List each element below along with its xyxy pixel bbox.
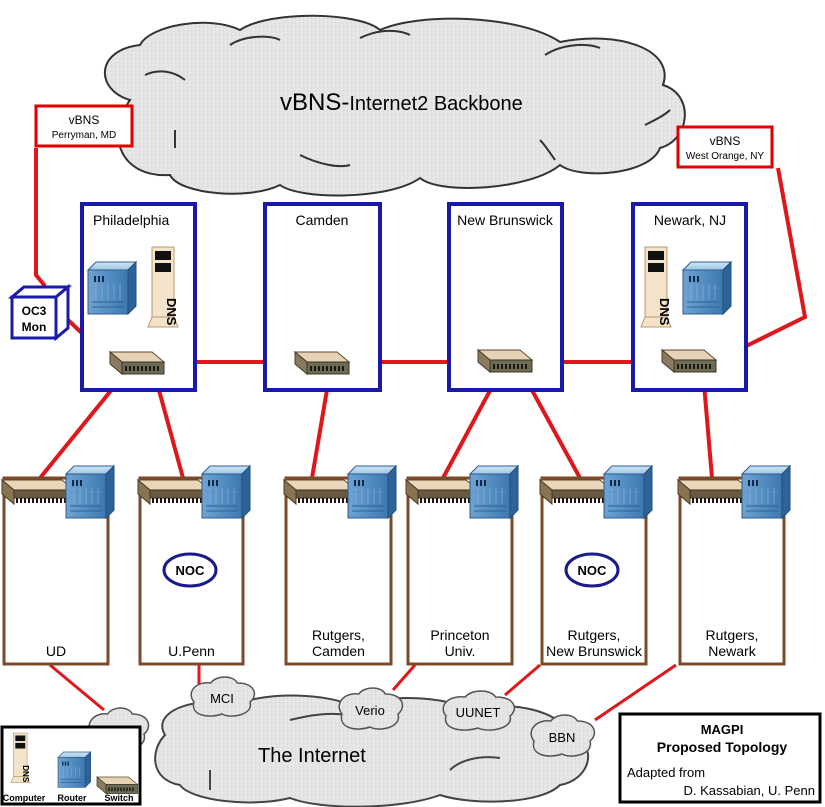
caption-credit-line2: D. Kassabian, U. Penn [683,783,815,798]
site-label: Rutgers, [568,627,621,643]
legend-label-computer: Computer [3,793,46,803]
site-rutgers-newark[interactable]: Rutgers,Newark [677,465,791,666]
site-label: UD [46,643,66,659]
isp-label: BBN [549,730,576,745]
legend-computer-icon: DNS [10,732,30,783]
site-rutgers-nb[interactable]: NOC Rutgers,New Brunswick [539,465,653,666]
legend-label-switch: Switch [104,793,133,803]
monitor-label-2: Mon [22,320,47,334]
site-rutgers-camden[interactable]: Rutgers,Camden [283,465,397,666]
link-perryman-oc3 [34,148,47,288]
noc-badge: NOC [162,552,218,588]
isp-label: UUNET [456,705,501,720]
gigapop-label: New Brunswick [457,212,554,228]
router-icon [347,465,397,519]
switch-icon [477,349,533,373]
internet-title: The Internet [258,745,366,767]
gigapop-label: Philadelphia [93,212,169,228]
isp-cloud-verio[interactable]: Verio [338,687,404,730]
isp-cloud-bbn[interactable]: BBN [530,714,596,757]
router-icon [682,261,732,315]
gigapop-new-brunswick[interactable]: New Brunswick [447,202,564,392]
legend-label-router: Router [58,793,87,803]
router-icon [469,465,519,519]
site-label: Princeton [430,627,489,643]
svg-text:NOC: NOC [578,563,608,578]
monitor-label-1: OC3 [22,304,47,318]
dns-computer-icon: DNS [147,246,179,328]
backbone-cloud: vBNS-Internet2 Backbone [104,14,686,197]
vbns-name: vBNS [710,134,741,148]
gigapop-camden[interactable]: Camden [263,202,382,392]
link-westorange-newark [721,167,808,360]
noc-badge: NOC [564,552,620,588]
gigapop-philadelphia[interactable]: Philadelphia DNS [80,202,197,392]
vbns-location: West Orange, NY [686,151,765,162]
vbns-node-west-orange[interactable]: vBNS West Orange, NY [676,125,774,169]
vbns-name: vBNS [69,113,100,127]
caption-subtitle: Proposed Topology [657,739,788,755]
gigapop-label: Newark, NJ [654,212,726,228]
site-label: Rutgers, [706,627,759,643]
site-label: U.Penn [168,643,215,659]
legend-router-icon [57,751,91,788]
svg-text:DNS: DNS [21,765,30,783]
router-icon [201,465,251,519]
gigapop-newark[interactable]: Newark, NJ DNS [631,202,748,392]
caption-title: MAGPI [701,722,744,737]
isp-label: MCI [210,691,234,706]
svg-text:DNS: DNS [164,298,179,326]
switch-icon [294,351,350,375]
isp-cloud-uunet[interactable]: UUNET [442,690,516,731]
site-label: Rutgers, [312,627,365,643]
site-label: New Brunswick [546,643,643,659]
site-label: Newark [708,643,756,659]
site-ud[interactable]: UD [1,465,115,666]
svg-text:NOC: NOC [176,563,206,578]
site-upenn[interactable]: NOC U.Penn [137,465,251,666]
vbns-location: Perryman, MD [52,130,116,141]
router-icon [603,465,653,519]
switch-icon [109,351,165,375]
router-icon [65,465,115,519]
gigapop-label: Camden [296,212,349,228]
legend: DNS Computer Router Switch [0,725,142,806]
svg-text:DNS: DNS [657,298,672,326]
oc3-monitor[interactable]: OC3 Mon [7,283,73,342]
legend-switch-icon [96,776,138,794]
backbone-title: vBNS-Internet2 Backbone [280,89,523,116]
vbns-node-perryman[interactable]: vBNS Perryman, MD [34,104,134,148]
caption-box: MAGPI Proposed Topology Adapted from D. … [618,712,822,804]
switch-icon [661,349,717,373]
isp-cloud-mci[interactable]: MCI [190,676,256,717]
router-icon [741,465,791,519]
site-label: Univ. [445,643,476,659]
caption-credit-line1: Adapted from [627,765,705,780]
isp-label: Verio [355,703,385,718]
site-label: Camden [312,643,365,659]
dns-computer-icon: DNS [640,246,672,328]
router-icon [87,261,137,315]
